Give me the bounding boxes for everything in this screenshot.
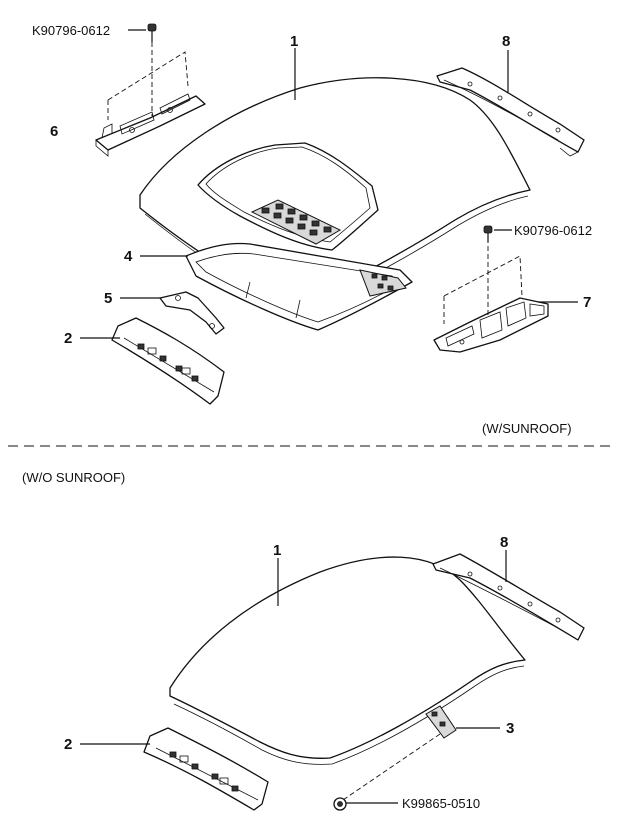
- part-8-rear-rail: [436, 67, 585, 157]
- label-8-bottom: 8: [500, 534, 508, 551]
- label-1-top: 1: [290, 33, 298, 50]
- clip-dashed-leader: [339, 733, 441, 803]
- label-2-top: 2: [64, 330, 72, 347]
- label-6: 6: [50, 123, 58, 140]
- part-code-screw-top: K90796-0612: [32, 23, 110, 38]
- label-4: 4: [124, 248, 133, 265]
- part-2-front-header-bottom: [143, 727, 269, 811]
- label-8-top: 8: [502, 33, 510, 50]
- label-7: 7: [583, 294, 591, 311]
- note-with-sunroof: (W/SUNROOF): [482, 421, 572, 436]
- part-4-sunroof-frame: [185, 242, 413, 331]
- screw-right-icon: [483, 225, 493, 242]
- part-7-bracket: [433, 297, 549, 353]
- part-7-dashed-outline: [443, 238, 523, 324]
- part-5-bracket: [159, 291, 225, 335]
- label-3: 3: [506, 720, 514, 737]
- sunroof-frame-grid: [250, 199, 342, 245]
- label-2-bottom: 2: [64, 736, 72, 753]
- part-1-roof-panel-plain: [169, 556, 526, 765]
- clip-icon: [333, 797, 347, 811]
- part-3-bracket: [425, 705, 457, 739]
- part-2-front-header: [111, 317, 225, 405]
- note-without-sunroof: (W/O SUNROOF): [22, 470, 125, 485]
- label-1-bottom: 1: [273, 542, 281, 559]
- screw-top-icon: [147, 23, 157, 42]
- part-code-clip: K99865-0510: [402, 796, 480, 811]
- part-6-dashed-outline: [107, 42, 189, 120]
- part-code-screw-right: K90796-0612: [514, 223, 592, 238]
- part-6-bracket: [95, 93, 206, 157]
- label-5: 5: [104, 290, 112, 307]
- part-8-rear-rail-bottom: [432, 553, 585, 641]
